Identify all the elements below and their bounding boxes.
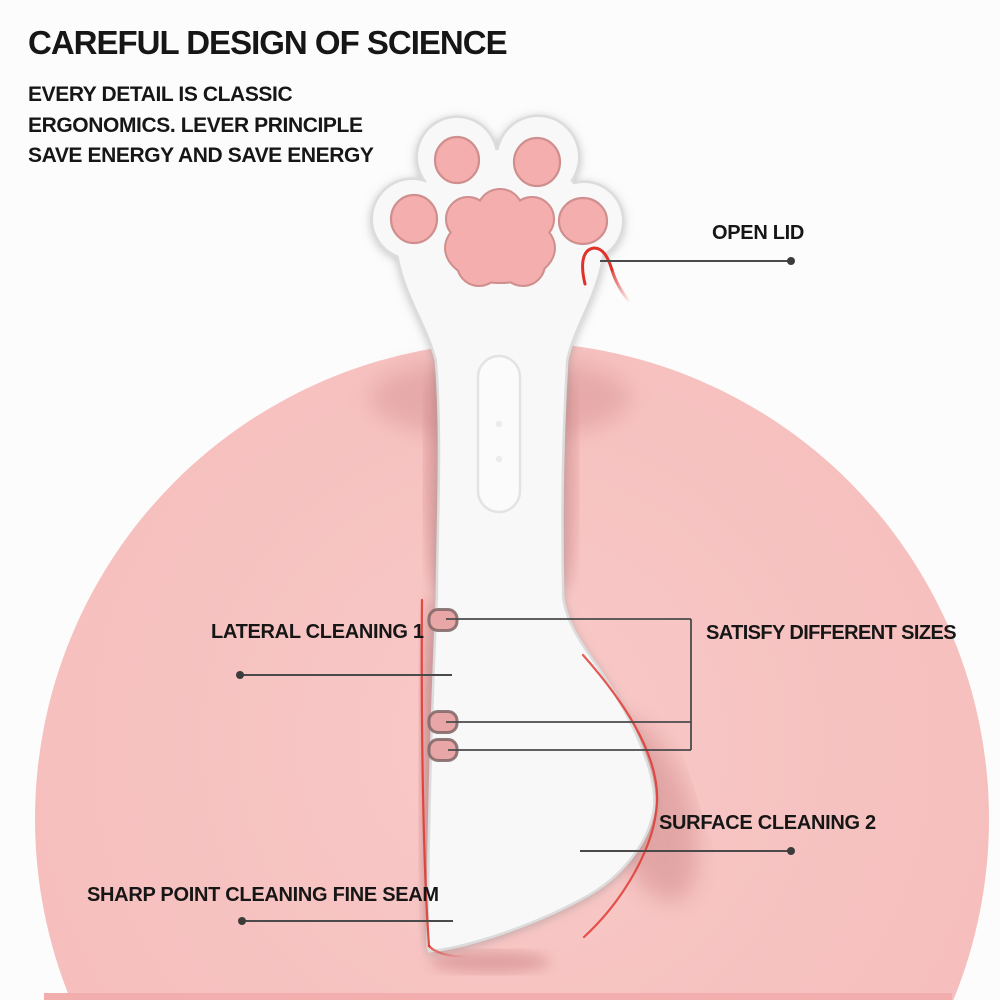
callout-satisfy-sizes: SATISFY DIFFERENT SIZES <box>706 622 957 644</box>
leader-dots <box>236 257 795 925</box>
toe-pad-top-left <box>433 135 481 185</box>
open-lid-dot <box>787 257 795 265</box>
toe-pad-top-right <box>512 136 562 188</box>
lateral-edge-accent <box>420 598 431 948</box>
toe-pad-right <box>557 196 609 246</box>
callout-lateral-cleaning: LATERAL CLEANING 1 <box>211 621 424 643</box>
satisfy-sizes-bracket <box>446 618 692 751</box>
callout-sharp-point: SHARP POINT CLEANING FINE SEAM <box>87 884 439 906</box>
red-accents <box>420 246 659 959</box>
side-cleaning-notches <box>427 608 459 762</box>
surface-dot <box>787 847 795 855</box>
page-title: CAREFUL DESIGN OF SCIENCE <box>28 24 508 61</box>
notch-1 <box>427 608 459 632</box>
page-subtitle: EVERY DETAIL IS CLASSIC ERGONOMICS. LEVE… <box>28 80 374 172</box>
sharp-point-dot <box>238 917 246 925</box>
toe-pad-left <box>389 193 439 245</box>
lateral-dot <box>236 671 244 679</box>
open-lid-hook-tail <box>610 268 632 304</box>
handle-grip-slot <box>476 354 522 514</box>
callout-surface-cleaning: SURFACE CLEANING 2 <box>659 812 876 834</box>
open-lid-hook-accent <box>581 246 614 286</box>
subtitle-line-3: SAVE ENERGY AND SAVE ENERGY <box>28 144 374 167</box>
surface-edge-accent <box>581 653 659 939</box>
main-paw-pad <box>444 188 556 287</box>
callout-open-lid: OPEN LID <box>712 222 805 244</box>
sharp-point-accent <box>427 944 470 959</box>
leader-lines <box>240 260 791 922</box>
paw-pads <box>389 135 609 287</box>
subtitle-line-1: EVERY DETAIL IS CLASSIC <box>28 83 293 106</box>
bottom-edge-band <box>44 993 952 1000</box>
subtitle-line-2: ERGONOMICS. LEVER PRINCIPLE <box>28 113 363 137</box>
